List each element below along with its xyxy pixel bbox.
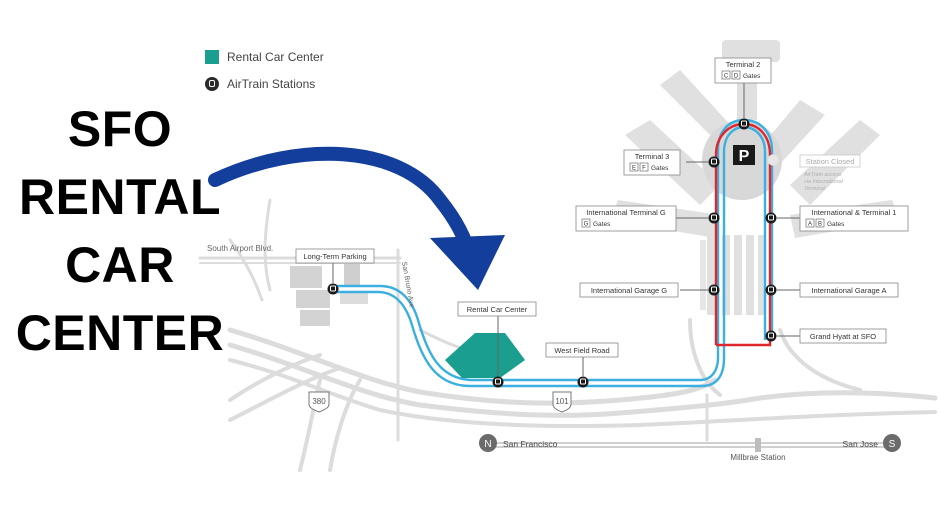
road-terminal-approach-2 [778,328,862,392]
label-hwy-380: 380 [312,397,326,406]
label-station-closed-note-1: AirTrain access [803,172,842,178]
station-terminal2-icon[interactable] [738,118,750,130]
legend-airtrain-stations: AirTrain Stations [205,77,315,91]
station-markers [327,118,779,388]
caltrain-line [490,438,890,452]
legend-airtrain-stations-label: AirTrain Stations [227,77,316,91]
label-san-bruno-ave: San Bruno Ave [400,261,415,308]
label-intl-t1-gate-b: B [818,222,822,228]
road-terminal-approach-1 [688,318,722,397]
station-closed-icon [767,154,779,166]
roads [198,198,938,472]
road-airport-loop-2 [228,238,264,302]
station-intl-t1-icon[interactable] [765,212,777,224]
airtrain-station-icon [205,77,219,91]
station-west-field-road-icon[interactable] [577,376,589,388]
label-terminal3: Terminal 3 [635,152,670,161]
label-west-field-road: West Field Road [554,346,609,355]
station-grand-hyatt-icon[interactable] [765,330,777,342]
legend-rental-car-center-label: Rental Car Center [227,50,324,64]
station-labels: Long-Term Parking Rental Car Center West… [295,57,909,358]
hwy-101-shield: 101 [552,391,572,413]
label-garage-a: International Garage A [811,286,886,295]
label-garage-g: International Garage G [591,286,667,295]
label-intl-t1-gate-a: A [808,222,812,228]
hwy-380-shield: 380 [308,391,330,413]
label-intl-g-gates: Gates [593,221,611,228]
station-rental-car-center-icon[interactable] [492,376,504,388]
label-terminal2: Terminal 2 [726,60,761,69]
road-380-d [328,378,362,472]
station-terminal3-icon[interactable] [708,156,720,168]
north-marker: N [479,434,497,452]
road-380-b [228,366,342,422]
road-airport-loop [263,198,272,292]
road-380-a [228,353,322,402]
label-long-term-parking: Long-Term Parking [303,252,366,261]
label-terminal2-gate-c: C [724,74,729,80]
headline-line-1: SFO [67,101,173,157]
label-grand-hyatt: Grand Hyatt at SFO [810,332,876,341]
station-garage-a-icon[interactable] [765,284,777,296]
label-intl-t1-gates: Gates [827,221,845,228]
label-san-jose: San Jose [843,439,879,449]
legend-rental-car-center: Rental Car Center [205,50,324,64]
rental-car-center-building [445,333,525,378]
label-intl-g: International Terminal G [586,208,666,217]
headline-line-4: CENTER [15,305,225,361]
pointer-arrow [208,146,505,290]
leader-lines [332,82,800,376]
road-101-c [228,358,937,429]
label-terminal3-gate-e: E [632,166,636,172]
label-terminal3-gates: Gates [651,165,669,172]
label-station-closed-note-2: via International [804,179,844,185]
label-hwy-101: 101 [555,397,569,406]
long-term-parking-buildings [290,264,368,326]
station-intl-g-icon[interactable] [708,212,720,224]
label-station-closed-note-3: Terminal [804,186,826,192]
label-san-francisco: San Francisco [503,439,558,449]
parking-label: P [739,148,750,165]
label-terminal3-gate-f: F [642,166,646,172]
label-intl-t1: International & Terminal 1 [812,208,897,217]
label-north: N [484,439,491,450]
road-101-a [227,327,718,406]
south-marker: S [883,434,901,452]
road-380-c [298,378,322,472]
rental-car-center-swatch-icon [205,50,219,64]
label-intl-g-gate: G [584,222,589,228]
label-terminal2-gate-d: D [734,74,739,80]
label-terminal2-gates: Gates [743,73,761,80]
station-long-term-parking-icon[interactable] [327,283,339,295]
label-south: S [889,439,896,450]
label-station-closed: Station Closed [806,157,855,166]
label-south-airport-blvd: South Airport Blvd. [207,244,273,253]
headline-line-3: CAR [65,237,175,293]
station-garage-g-icon[interactable] [708,284,720,296]
headline-line-2: RENTAL [18,169,222,225]
parking-marker: P [733,145,755,165]
label-rental-car-center: Rental Car Center [467,305,528,314]
label-millbrae-station: Millbrae Station [730,453,785,462]
